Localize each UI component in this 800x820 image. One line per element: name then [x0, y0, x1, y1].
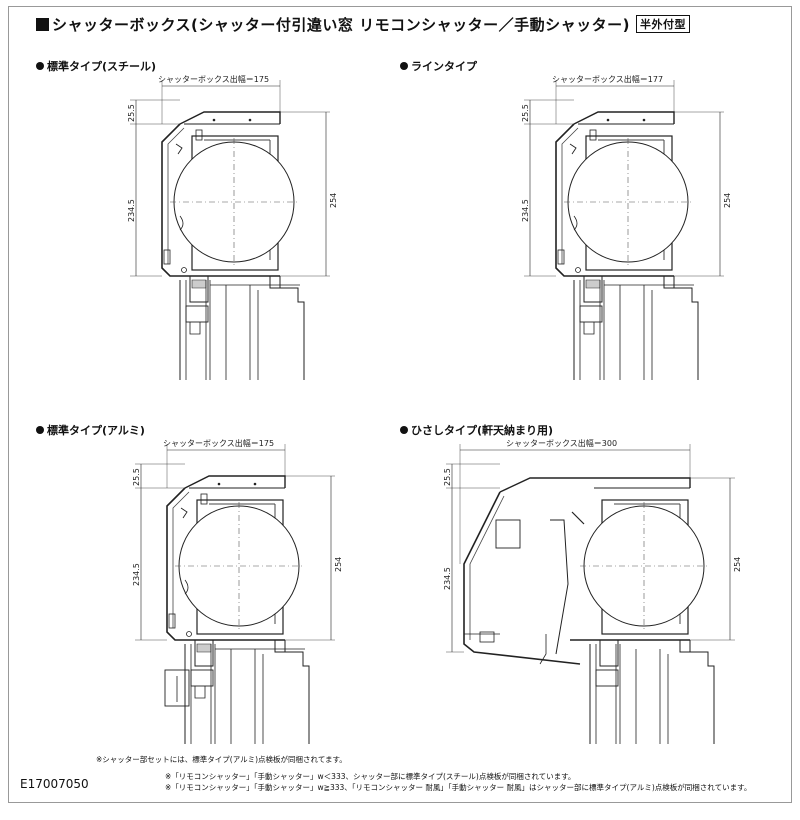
panel-label: ラインタイプ [411, 60, 477, 73]
left-dim-label: 234.5 [443, 567, 452, 590]
page-frame [8, 6, 792, 803]
note-3: ※「リモコンシャッター」「手動シャッター」w≧333、「リモコンシャッター 耐風… [165, 783, 752, 792]
panel-title: ひさしタイプ(軒天納まり用) [400, 422, 553, 438]
right-dim-label: 254 [334, 557, 343, 572]
top-dim-label: 25.5 [132, 468, 141, 486]
right-dim-label: 254 [329, 193, 338, 208]
top-dim-label: 25.5 [521, 104, 530, 122]
width-dim-label: シャッターボックス出幅＝175 [158, 74, 269, 84]
left-dim-label: 234.5 [127, 199, 136, 222]
page-title: シャッターボックス(シャッター付引違い窓 リモコンシャッター／手動シャッター) 半… [36, 14, 690, 35]
panel-title: ラインタイプ [400, 58, 477, 74]
drawing-line-type: シャッターボックス出幅＝177 25.5 234.5 254 [521, 74, 732, 381]
bullet-icon [400, 62, 408, 70]
bullet-icon [36, 426, 44, 434]
right-dim-label: 254 [723, 193, 732, 208]
panel-title: 標準タイプ(アルミ) [36, 422, 145, 438]
handle-box [164, 669, 190, 707]
square-bullet-icon [36, 18, 49, 31]
title-tag: 半外付型 [636, 15, 690, 33]
bullet-icon [36, 62, 44, 70]
doc-code: E17007050 [20, 777, 89, 791]
panel-label: 標準タイプ(スチール) [47, 60, 157, 73]
right-dim-label: 254 [733, 557, 742, 572]
drawing-standard-steel: シャッターボックス出幅＝175 25.5 234.5 254 [127, 74, 338, 381]
bullet-icon [400, 426, 408, 434]
panel-label: 標準タイプ(アルミ) [47, 424, 145, 437]
width-dim-label: シャッターボックス出幅＝300 [506, 438, 617, 448]
width-dim-label: シャッターボックス出幅＝177 [552, 74, 663, 84]
top-dim-label: 25.5 [443, 468, 452, 486]
note-2: ※「リモコンシャッター」「手動シャッター」w＜333、シャッター部に標準タイプ(… [165, 772, 576, 781]
page-title-text: シャッターボックス(シャッター付引違い窓 リモコンシャッター／手動シャッター) [52, 16, 630, 34]
left-dim-label: 234.5 [132, 563, 141, 586]
drawing-hisashi-type: シャッターボックス出幅＝300 25.5 234.5 254 [443, 438, 742, 744]
panel-title: 標準タイプ(スチール) [36, 58, 156, 74]
drawing-standard-alumi: シャッターボックス出幅＝175 25.5 234.5 254 [132, 438, 343, 745]
panel-label: ひさしタイプ(軒天納まり用) [411, 424, 554, 437]
top-dim-label: 25.5 [127, 104, 136, 122]
width-dim-label: シャッターボックス出幅＝175 [163, 438, 274, 448]
left-dim-label: 234.5 [521, 199, 530, 222]
note-1: ※シャッター部セットには、標準タイプ(アルミ)点検板が同梱されてます。 [96, 755, 347, 764]
